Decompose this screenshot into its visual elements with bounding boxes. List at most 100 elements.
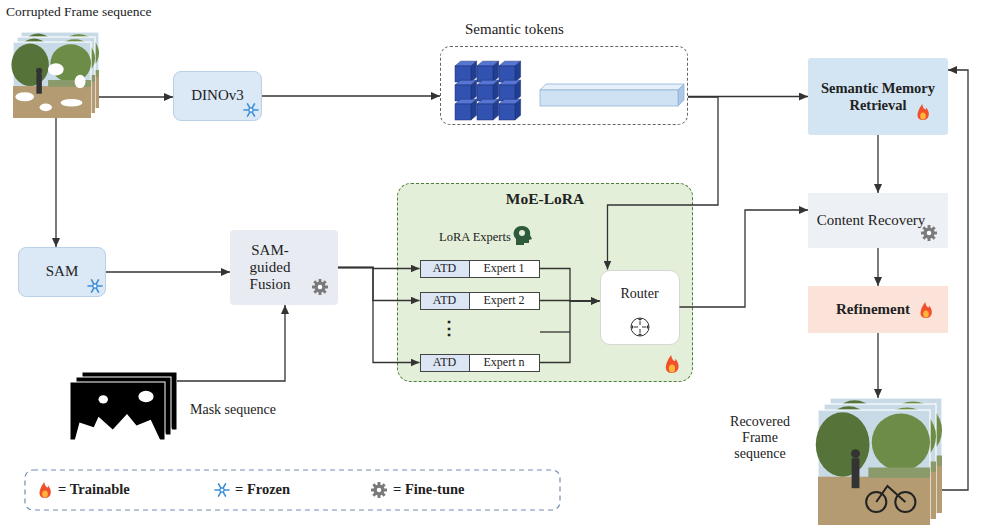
gear-icon: [933, 232, 937, 235]
router-icon: [640, 329, 641, 334]
node-label: SAM-guided Fusion: [239, 242, 301, 294]
flow-arrow: [177, 305, 285, 381]
gear-icon: [373, 484, 384, 495]
photo-bushes: [868, 468, 930, 478]
arrow-connector: [540, 300, 600, 302]
gear-icon: [378, 494, 381, 498]
gear-icon: [322, 280, 327, 285]
router-icon: [638, 318, 642, 320]
flame-icon: [669, 364, 675, 372]
photo-ground: [818, 477, 930, 525]
flow-arrow: [942, 70, 968, 490]
gear-icon: [922, 235, 927, 240]
photo-tree: [872, 413, 930, 471]
corruption-hole: [61, 99, 83, 107]
token-cube-side: [471, 99, 477, 120]
snowflake-icon: [219, 484, 226, 496]
flame-icon: [39, 482, 50, 498]
moe-group: MoE-LoRALoRA ExpertsATDExpert 1ATDExpert…: [397, 183, 693, 382]
gear-icon: [927, 231, 931, 235]
flame-icon: [42, 490, 48, 497]
corruption-hole: [75, 75, 86, 89]
router-icon: [642, 327, 647, 328]
arrow-connector: [680, 210, 809, 307]
legend-label: = Fine-tune: [393, 481, 465, 498]
gear-icon: [381, 492, 386, 497]
token-cube-front: [455, 66, 471, 82]
router-icon: [631, 325, 633, 329]
node-label: MoE-LoRA: [398, 190, 692, 208]
arrow-connector: [106, 271, 230, 272]
token-cube-front: [477, 104, 493, 120]
expert-block: Expert 2: [470, 292, 540, 310]
encoder-box: DINOv3: [173, 71, 262, 121]
trainable-module-box: Refinement: [808, 286, 948, 333]
token-bar-side: [678, 84, 684, 106]
router-icon: [640, 321, 641, 326]
gear-icon: [928, 237, 931, 241]
photo-rider: [36, 68, 42, 74]
node-label: Refinement: [836, 301, 910, 318]
arrow-connector: [540, 269, 600, 302]
icons: [39, 104, 937, 498]
snowflake-icon: [215, 489, 229, 491]
mask-region: [138, 391, 153, 403]
legend-label: = Frozen: [235, 481, 290, 498]
router-icon: [638, 334, 642, 336]
flame-icon: [917, 104, 928, 120]
flame-icon: [666, 355, 679, 373]
gear-icon: [372, 483, 377, 488]
flame-icon: [920, 302, 931, 318]
gear-icon: [928, 225, 931, 229]
expert-head-icon: [514, 226, 532, 245]
snowflake-icon: [244, 109, 258, 111]
illustrations: [11, 32, 942, 525]
ellipsis-mark: ⋮: [437, 318, 461, 339]
photo-tree: [816, 412, 870, 476]
gear-icon: [931, 235, 936, 240]
node-label: SAM: [46, 263, 79, 280]
token-group: Semantic tokens: [440, 46, 688, 125]
atd-block: ATD: [420, 292, 470, 310]
merge-line: [540, 331, 570, 332]
arrow-connector: [338, 268, 420, 301]
node-label: ATD: [433, 356, 456, 370]
node-label: Content Recovery: [817, 212, 926, 229]
photo-rider: [852, 458, 860, 488]
token-cube-side: [471, 61, 477, 82]
node-label: Semantic Memory Retrieval: [813, 80, 943, 113]
token-cube-front: [455, 85, 471, 101]
gear-icon: [313, 289, 318, 294]
output-caption: Recovered Frame sequence: [722, 414, 798, 462]
gear-icon: [377, 488, 381, 492]
token-cube-front: [477, 85, 493, 101]
token-cube-side: [493, 99, 499, 120]
node-label: ATD: [433, 294, 456, 308]
mask-region: [99, 395, 109, 403]
atd-block: ATD: [420, 260, 470, 278]
token-cube-front: [499, 104, 515, 120]
token-bar-top: [540, 84, 684, 90]
photo-ground: [13, 86, 91, 118]
gear-icon: [383, 489, 387, 492]
arrow-connector: [877, 248, 878, 286]
legend-label: = Trainable: [58, 481, 130, 498]
flow-arrow: [99, 96, 173, 97]
node-label: Expert 2: [484, 294, 525, 308]
photo-tree: [11, 44, 48, 87]
expert-head-icon: [519, 230, 525, 236]
gear-icon: [314, 281, 325, 292]
corruption-hole: [15, 92, 34, 101]
photo-rider: [851, 449, 860, 458]
mask-region: [75, 414, 161, 440]
mask-frame: [70, 382, 165, 440]
node-subheading: LoRA Experts: [439, 230, 511, 244]
atd-block: ATD: [420, 354, 470, 372]
gear-icon: [319, 291, 322, 295]
snowflake-icon: [219, 484, 226, 496]
snowflake-icon: [248, 104, 255, 116]
gear-icon: [371, 489, 375, 492]
connector-layer: [106, 96, 878, 363]
